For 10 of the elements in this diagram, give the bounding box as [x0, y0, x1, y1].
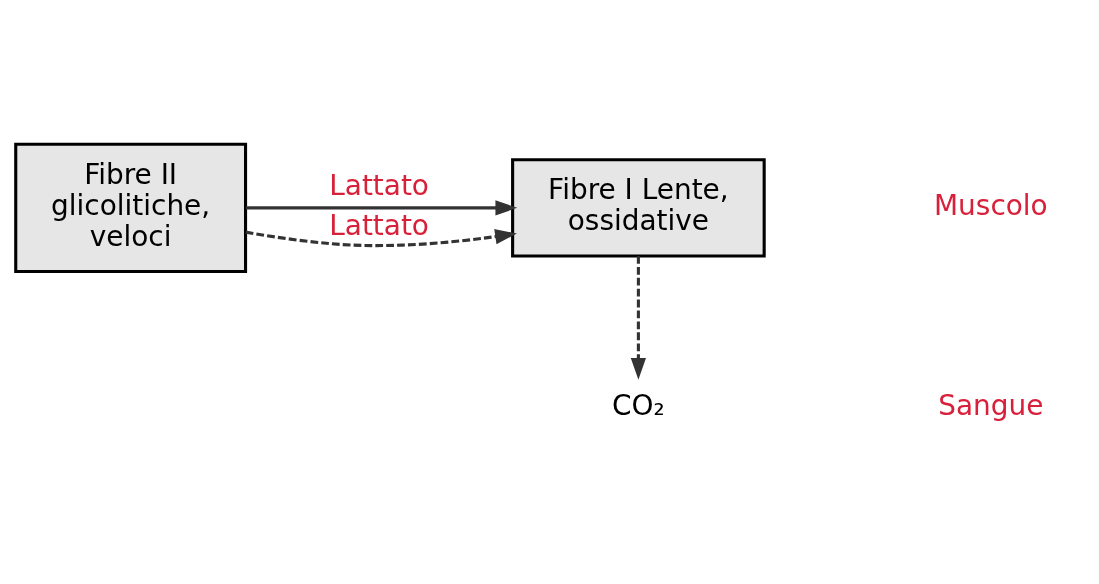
label: Sangue — [938, 388, 1044, 422]
arrow — [245, 228, 517, 247]
edge-label: Lattato — [329, 208, 429, 242]
node-text: CO₂ — [612, 388, 665, 422]
arrow — [245, 199, 518, 215]
label: Muscolo — [934, 188, 1048, 222]
edge-label: Lattato — [329, 168, 429, 202]
arrow — [630, 255, 647, 380]
node-box: Fibre II glicolitiche, veloci — [14, 142, 248, 273]
node-box: Fibre I Lente, ossidative — [511, 157, 766, 258]
